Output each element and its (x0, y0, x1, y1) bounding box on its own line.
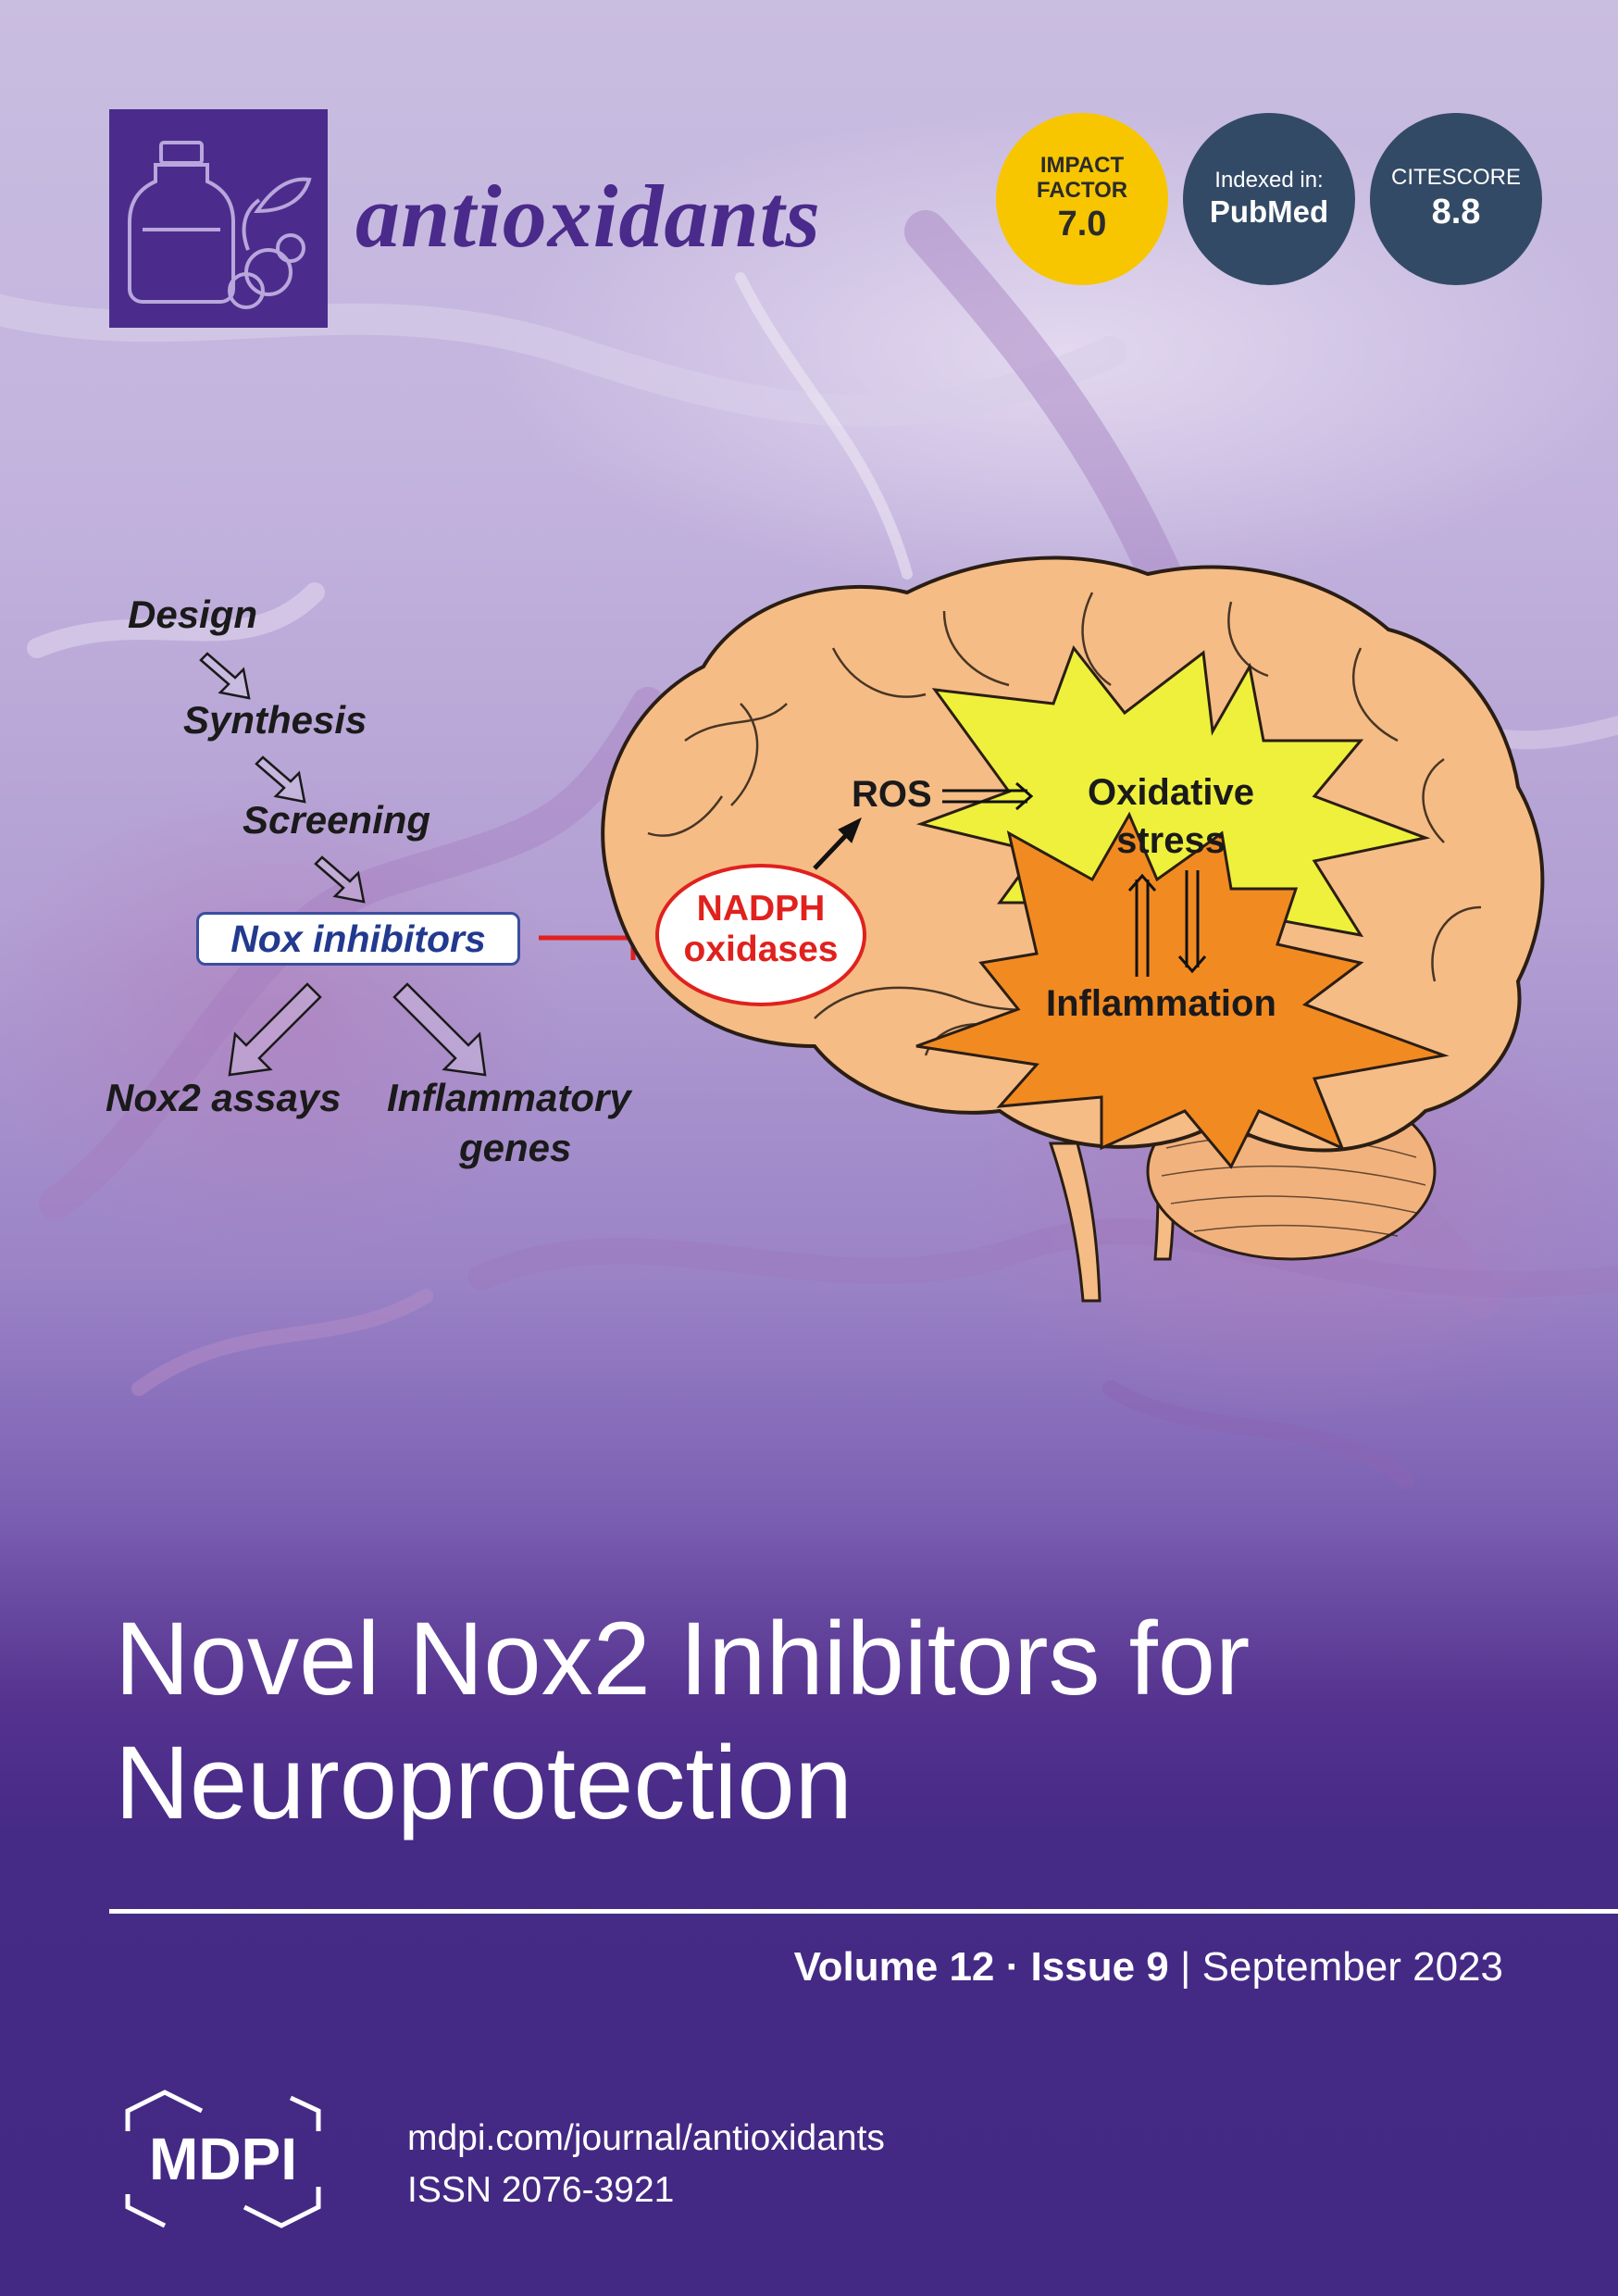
issue-separator: · (1005, 1944, 1020, 1990)
nadph-ellipse (655, 864, 866, 1006)
journal-url[interactable]: mdpi.com/journal/antioxidants (407, 2118, 885, 2158)
cover-title: Novel Nox2 Inhibitors for Neuroprotectio… (115, 1597, 1559, 1845)
output-inflammatory: Inflammatory (387, 1076, 631, 1119)
mdpi-wordmark: MDPI (149, 2126, 297, 2192)
bottle-berries-icon (128, 141, 312, 309)
issue-label: Issue 9 (1030, 1944, 1169, 1990)
citescore-label: CITESCORE (1390, 165, 1521, 190)
step-screening: Screening (243, 798, 431, 842)
issn-number: ISSN 2076-3921 (407, 2170, 675, 2210)
nadph-label-2: oxidases (683, 930, 839, 969)
citescore-badge: CITESCORE 8.8 (1370, 113, 1542, 285)
mdpi-logo: MDPI (109, 2089, 337, 2237)
indexed-badge: Indexed in: PubMed (1183, 113, 1355, 285)
nadph-label-1: NADPH (696, 889, 826, 929)
issue-date: September 2023 (1201, 1944, 1503, 1990)
nadph-oxidases-label: NADPH oxidases (652, 889, 870, 970)
output-genes: genes (459, 1126, 572, 1169)
cover-title-line-1: Novel Nox2 Inhibitors for (115, 1601, 1251, 1716)
oxidative-stress-label: Oxidative stress (1055, 768, 1287, 865)
indexed-value: PubMed (1209, 194, 1329, 229)
issue-divider: | (1179, 1944, 1191, 1990)
citescore-value: 8.8 (1431, 193, 1481, 231)
impact-factor-badge: IMPACT FACTOR 7.0 (996, 113, 1168, 285)
ros-arrows (813, 781, 1207, 977)
title-divider (109, 1909, 1618, 1914)
impact-factor-label-2: FACTOR (1036, 178, 1128, 203)
journal-name: antioxidants (355, 167, 821, 266)
step-synthesis: Synthesis (183, 698, 367, 742)
mdpi-hexagon-icon: MDPI (125, 2090, 321, 2228)
inflammation-label: Inflammation (1046, 983, 1276, 1024)
issue-info: Volume 12 · Issue 9 | September 2023 (794, 1944, 1503, 1990)
inhibition-line (539, 919, 636, 960)
oxidative-label-2: stress (1116, 820, 1226, 861)
brain-illustration (601, 555, 1545, 1303)
volume-label: Volume 12 (793, 1944, 995, 1990)
ros-label: ROS (852, 774, 932, 815)
step-design: Design (128, 593, 258, 636)
impact-factor-label-1: IMPACT (1039, 153, 1125, 178)
inflammation-burst (915, 811, 1450, 1169)
flow-arrows (199, 652, 487, 1077)
oxidative-label-1: Oxidative (1087, 772, 1255, 813)
cover-title-line-2: Neuroprotection (115, 1725, 853, 1841)
journal-logo (109, 109, 328, 328)
nox-inhibitors-box: Nox inhibitors (196, 912, 520, 966)
indexed-label: Indexed in: (1214, 168, 1324, 193)
impact-factor-value: 7.0 (1057, 205, 1107, 243)
output-nox2-assays: Nox2 assays (106, 1076, 342, 1119)
